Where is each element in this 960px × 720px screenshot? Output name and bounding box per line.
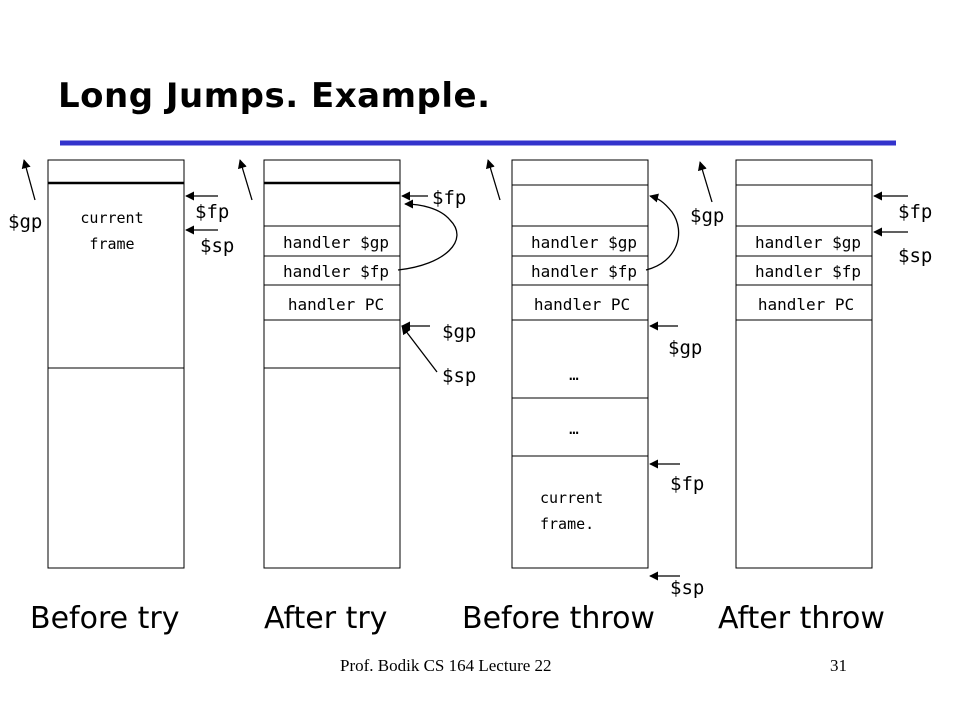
caption-after-throw: After throw: [718, 601, 885, 636]
current-frame-label: current: [540, 489, 603, 507]
handler-pc-cell: handler PC: [758, 295, 854, 314]
handler-gp-cell: handler $gp: [755, 233, 861, 252]
current-frame-label: frame.: [540, 515, 594, 533]
fp-pointer-label: $fp: [432, 187, 466, 209]
ellipsis-cell: …: [569, 419, 579, 438]
handler-pc-cell: handler PC: [534, 295, 630, 314]
current-frame-label: current: [80, 209, 143, 227]
page-number: 31: [830, 656, 847, 675]
column-before-try: current frame $gp $fp $sp: [8, 159, 234, 569]
caption-before-try: Before try: [30, 601, 179, 636]
footer-text: Prof. Bodik CS 164 Lecture 22: [340, 656, 552, 675]
sp-pointer-label: $sp: [898, 245, 932, 267]
gp-pointer-label: $gp: [442, 321, 476, 343]
slide-title: Long Jumps. Example.: [58, 76, 491, 116]
handler-gp-cell: handler $gp: [531, 233, 637, 252]
saved-fp-link: [645, 193, 680, 271]
caption-before-throw: Before throw: [462, 601, 655, 636]
gp-arrow: [237, 159, 253, 201]
caption-after-try: After try: [264, 601, 387, 636]
sp-pointer-label: $sp: [670, 577, 704, 599]
handler-fp-cell: handler $fp: [283, 262, 389, 281]
stack-box: [511, 159, 649, 569]
ellipsis-cell: …: [569, 365, 579, 384]
gp-arrow: [485, 159, 501, 201]
column-before-throw: handler $gp handler $fp handler PC … … c…: [485, 159, 724, 599]
current-frame-label: frame: [89, 235, 134, 253]
sp-arrow: [401, 325, 438, 373]
handler-fp-cell: handler $fp: [755, 262, 861, 281]
handler-pc-cell: handler PC: [288, 295, 384, 314]
gp-pointer-label: $gp: [668, 337, 702, 359]
gp-top-arrow: [697, 161, 713, 203]
gp-arrow: [21, 159, 36, 201]
column-after-try: handler $gp handler $fp handler PC $fp $…: [237, 159, 476, 569]
handler-gp-cell: handler $gp: [283, 233, 389, 252]
fp-pointer-label: $fp: [898, 201, 932, 223]
stack-box: [735, 159, 873, 569]
fp-pointer-label: $fp: [670, 473, 704, 495]
sp-pointer-label: $sp: [200, 235, 234, 257]
gp-top-pointer-label: $gp: [690, 205, 724, 227]
stack-box: [263, 159, 401, 569]
handler-fp-cell: handler $fp: [531, 262, 637, 281]
column-after-throw: handler $gp handler $fp handler PC $fp $…: [735, 159, 932, 569]
stack-box: [47, 159, 185, 569]
fp-pointer-label: $fp: [195, 201, 229, 223]
saved-fp-link: [397, 199, 458, 271]
gp-pointer-label: $gp: [8, 211, 42, 233]
sp-pointer-label: $sp: [442, 365, 476, 387]
